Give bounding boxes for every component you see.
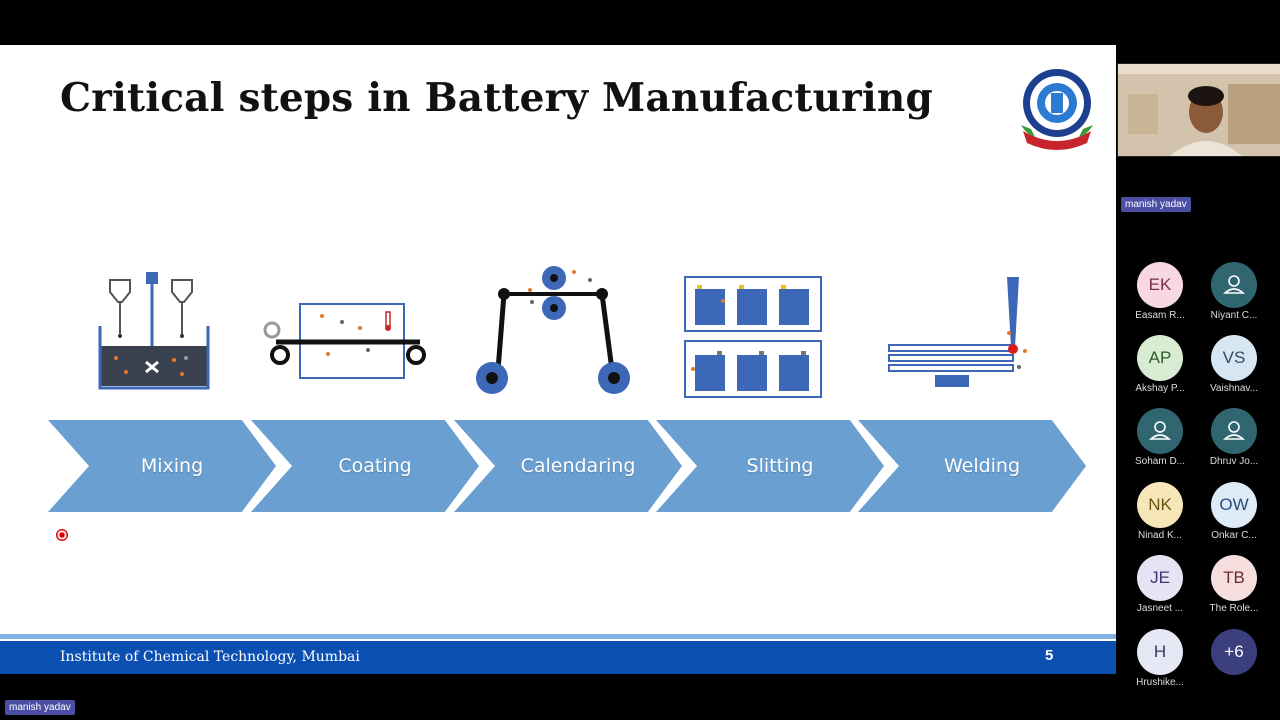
participant-avatar [1211, 262, 1257, 308]
participant-name: Dhruv Jo... [1209, 456, 1259, 467]
laser-pointer [56, 529, 68, 541]
footer-accent-line [0, 634, 1116, 639]
participant-tile[interactable]: EK Easam R... [1129, 262, 1191, 321]
top-bar [0, 0, 1280, 45]
process-steps: Mixing Coating Calendaring Slitting Weld… [48, 420, 1093, 520]
presenter-video[interactable] [1117, 63, 1280, 157]
footer-institute: Institute of Chemical Technology, Mumbai [60, 649, 360, 665]
step-slitting: Slitting [656, 420, 884, 512]
presentation-slide: Critical steps in Battery Manufacturing [0, 45, 1116, 674]
participant-name: Soham D... [1134, 456, 1186, 467]
step-label: Slitting [746, 455, 814, 477]
participant-tile[interactable]: Dhruv Jo... [1203, 408, 1265, 467]
participant-tile[interactable]: AP Akshay P... [1129, 335, 1191, 394]
participant-name: Jasneet ... [1136, 603, 1184, 614]
participant-tile[interactable]: Niyant C... [1203, 262, 1265, 321]
step-label: Mixing [140, 455, 204, 477]
coating-illustration [263, 303, 426, 379]
welding-illustration [888, 277, 1027, 387]
user-icon [1149, 421, 1171, 440]
slide-footer: Institute of Chemical Technology, Mumbai… [0, 641, 1116, 674]
slide-title: Critical steps in Battery Manufacturing [60, 75, 933, 121]
user-icon [1223, 275, 1245, 294]
participant-name: Ninad K... [1138, 530, 1182, 541]
participant-avatar: AP [1137, 335, 1183, 381]
step-mixing: Mixing [48, 420, 276, 512]
presenter-video-frame [1118, 64, 1280, 156]
slide-page-number: 5 [1045, 647, 1054, 664]
participant-tile[interactable]: VS Vaishnav... [1203, 335, 1265, 394]
participant-tile[interactable]: OW Onkar C... [1203, 482, 1265, 541]
calendaring-illustration [476, 266, 630, 394]
mixing-illustration [98, 272, 210, 390]
participant-tile[interactable]: Soham D... [1129, 408, 1191, 467]
participant-avatar: +6 [1211, 629, 1257, 675]
participant-name: Easam R... [1135, 310, 1185, 321]
presenter-name-tag: manish yadav [5, 700, 75, 715]
bottom-bar [0, 674, 1280, 720]
participant-avatar: OW [1211, 482, 1257, 528]
video-name-tag: manish yadav [1121, 197, 1191, 212]
step-label: Coating [338, 455, 412, 477]
participant-name: The Role... [1209, 603, 1259, 614]
participant-avatar: EK [1137, 262, 1183, 308]
participant-avatar: NK [1137, 482, 1183, 528]
institute-logo [1021, 69, 1093, 150]
step-label: Welding [943, 455, 1021, 477]
participant-name: Hrushike... [1136, 677, 1184, 688]
participant-tile[interactable]: JE Jasneet ... [1129, 555, 1191, 614]
participant-tile[interactable]: +6 [1203, 629, 1265, 675]
user-icon [1223, 421, 1245, 440]
step-label: Calendaring [520, 455, 636, 477]
participant-avatar: VS [1211, 335, 1257, 381]
step-coating: Coating [251, 420, 479, 512]
slitting-illustration [684, 276, 822, 398]
participant-name: Vaishnav... [1210, 383, 1258, 394]
participant-tile[interactable]: NK Ninad K... [1129, 482, 1191, 541]
participant-avatar: TB [1211, 555, 1257, 601]
participant-name: Onkar C... [1211, 530, 1257, 541]
participant-avatar: H [1137, 629, 1183, 675]
participant-avatar [1137, 408, 1183, 454]
participant-tile[interactable]: H Hrushike... [1129, 629, 1191, 688]
participant-name: Niyant C... [1210, 310, 1258, 321]
participant-avatar [1211, 408, 1257, 454]
step-welding: Welding [858, 420, 1086, 512]
step-calendaring: Calendaring [454, 420, 682, 512]
participant-avatar: JE [1137, 555, 1183, 601]
participant-tile[interactable]: TB The Role... [1203, 555, 1265, 614]
participant-name: Akshay P... [1135, 383, 1185, 394]
